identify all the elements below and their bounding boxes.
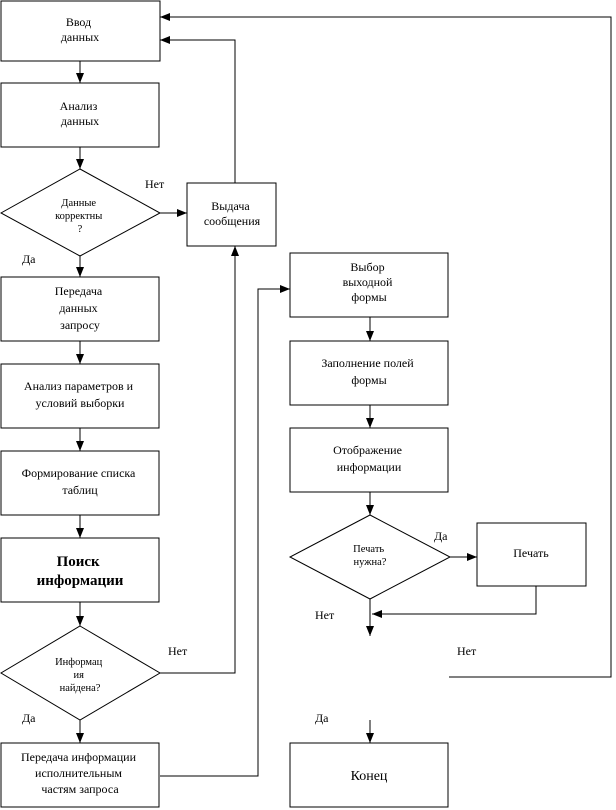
edge-print-merge: [372, 586, 537, 618]
label-print-yes: Да: [434, 529, 448, 543]
edge-labels: Нет Да Нет Да Да Нет Нет Да: [22, 177, 477, 725]
svg-text:Передача данных за: Передача данных запросу: [55, 284, 105, 332]
svg-text:Данные корректны ?: Данные корректны ?: [55, 198, 105, 235]
svg-text:Выдача сообщения: Выдача сообщения: [204, 199, 261, 228]
node-message: Выдача сообщения: [186, 182, 277, 247]
svg-text:Формирование списка табл: Формирование списка таблиц: [22, 466, 139, 497]
node-needprint-decision: Печать нужна?: [288, 514, 452, 600]
label-valid-yes: Да: [22, 252, 36, 266]
node-search: Поиск информации: [0, 537, 160, 603]
node-valid-decision: Данные корректны ?: [0, 168, 162, 257]
label-found-no: Нет: [168, 644, 188, 658]
edge-message-input: [160, 36, 236, 183]
label-found-yes: Да: [22, 711, 36, 725]
node-end: Конец: [289, 742, 449, 808]
svg-text:Информац ия найден: Информац ия найдена?: [55, 657, 105, 694]
node-display: Отображение информации: [289, 427, 449, 493]
label-loop-no: Нет: [457, 644, 477, 658]
label-print-no: Нет: [315, 608, 335, 622]
svg-text:Анализ параметров и усло: Анализ параметров и условий выборки: [24, 379, 136, 410]
svg-text:Передача информации испо: Передача информации исполнительным частя…: [21, 750, 139, 796]
svg-text:Конец: Конец: [351, 769, 388, 784]
svg-text:Заполнение полей формы: Заполнение полей формы: [321, 356, 416, 387]
node-analyze-params: Анализ параметров и условий выборки: [0, 363, 160, 429]
svg-text:Печать нужна?: Печать нужна?: [353, 544, 387, 568]
node-input-text: Ввод данных: [61, 15, 99, 44]
node-tables: Формирование списка таблиц: [0, 450, 160, 516]
svg-text:Отображение информации: Отображение информации: [333, 443, 405, 474]
node-print: Печать: [476, 522, 587, 587]
svg-text:Поиск информации: Поиск информации: [37, 554, 124, 589]
node-found-decision: Информац ия найдена?: [0, 625, 161, 721]
node-choose-form: Выбор выходной формы: [289, 252, 449, 318]
node-pass-query: Передача данных запросу: [0, 276, 160, 342]
svg-text:Выбор выходной фор: Выбор выходной формы: [343, 260, 396, 304]
svg-text:Печать: Печать: [513, 546, 549, 560]
label-end-yes: Да: [315, 711, 329, 725]
edge-pass-exec-choose: [160, 285, 290, 777]
edge-loop-input: [160, 13, 612, 678]
edge-found-message: [160, 246, 239, 674]
node-pass-exec: Передача информации исполнительным частя…: [0, 742, 160, 808]
node-fill-fields: Заполнение полей формы: [289, 340, 449, 406]
svg-text:Анализ данных: Анализ данных: [60, 99, 101, 128]
label-valid-no: Нет: [145, 177, 165, 191]
node-input: Ввод данных: [0, 0, 161, 62]
edges: [76, 13, 612, 777]
node-analyze: Анализ данных: [0, 82, 160, 148]
